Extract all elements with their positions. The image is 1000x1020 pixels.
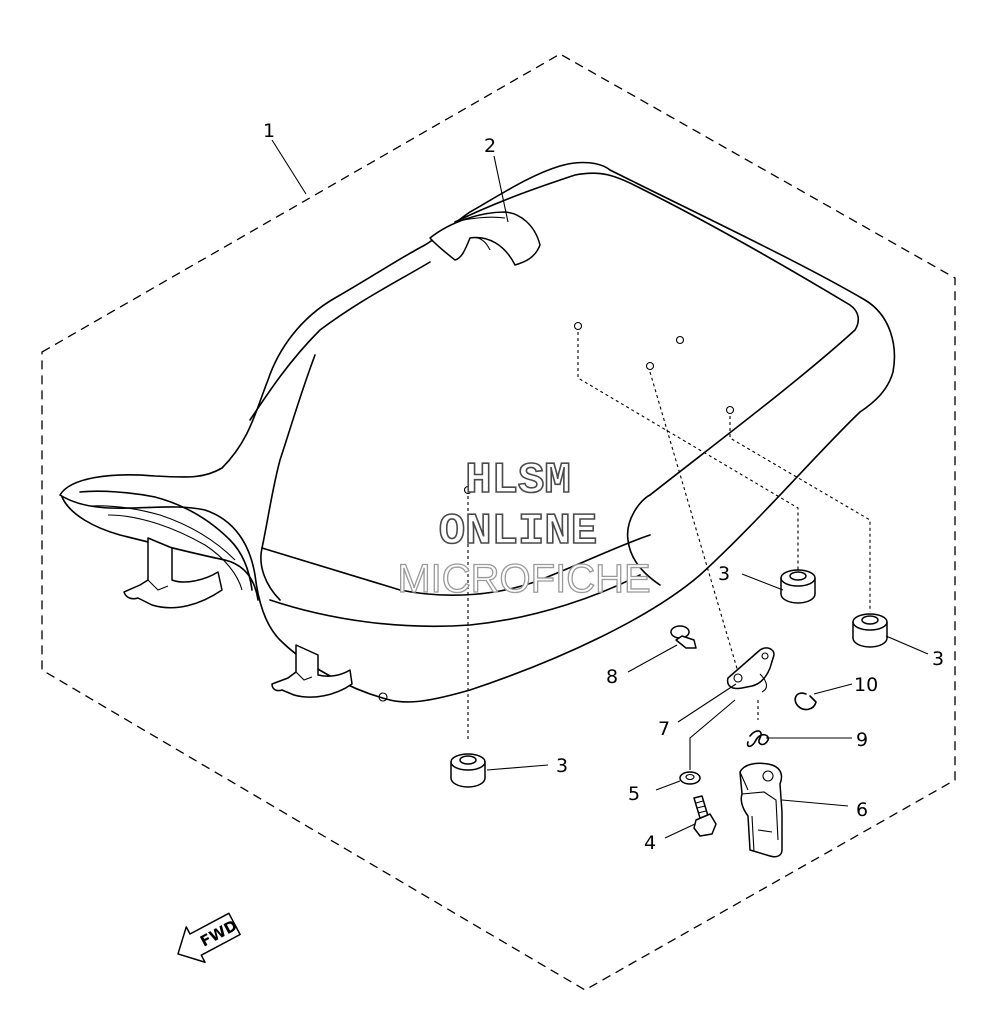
callout-3-right: 3 — [932, 648, 944, 670]
callout-4: 4 — [644, 832, 656, 854]
damper-a — [780, 569, 816, 604]
callout-3-upper: 3 — [718, 563, 730, 585]
callout-3-lower: 3 — [556, 755, 568, 777]
assembly-boundary — [41, 53, 956, 991]
watermark: HLSM ONLINE MICROFICHE — [397, 455, 652, 601]
watermark-line-1: HLSM — [465, 456, 571, 506]
leader-lines — [271, 139, 929, 839]
bolt-part-4 — [693, 795, 717, 837]
callout-2: 2 — [484, 135, 496, 157]
guide-lines — [467, 332, 871, 770]
lock-part-6 — [739, 762, 783, 858]
callout-8: 8 — [606, 666, 618, 688]
callout-9: 9 — [856, 729, 868, 751]
seat-strap — [429, 211, 541, 266]
watermark-line-3: MICROFICHE — [397, 557, 650, 601]
seat-assembly — [59, 161, 896, 703]
callout-5: 5 — [628, 783, 640, 805]
fwd-arrow: FWD — [177, 912, 241, 963]
callout-10: 10 — [854, 674, 878, 696]
washer-part-5 — [679, 771, 701, 785]
callout-1: 1 — [263, 120, 275, 142]
damper-b — [852, 613, 888, 648]
spring-part-9 — [746, 730, 770, 748]
callout-labels: 1 2 3 3 3 4 5 6 7 8 9 10 — [263, 120, 944, 854]
watermark-line-2: ONLINE — [439, 507, 597, 557]
clip-part-10 — [794, 692, 817, 711]
callout-7: 7 — [658, 718, 670, 740]
callout-6: 6 — [856, 799, 868, 821]
collar-part-8 — [670, 625, 697, 649]
fwd-arrow-icon — [177, 912, 241, 963]
damper-c — [450, 753, 486, 788]
